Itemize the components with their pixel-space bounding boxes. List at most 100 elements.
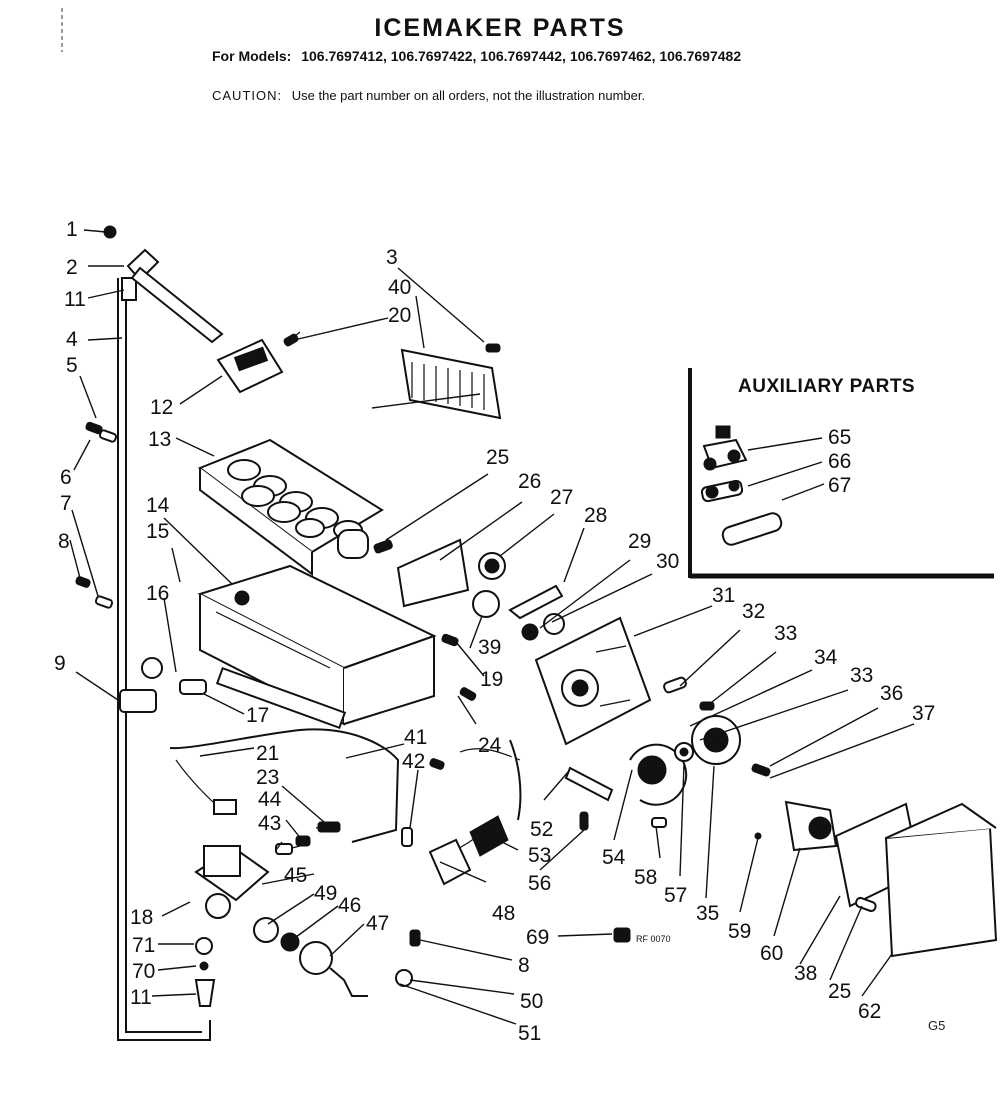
callout-4: 4 [66, 328, 78, 351]
model-number: 106.7697442, [480, 48, 566, 64]
callout-16: 16 [146, 582, 169, 605]
callout-69: 69 [526, 926, 549, 949]
ice-mold [197, 438, 384, 576]
wiring-harness [169, 728, 522, 886]
caution-label: CAUTION: [212, 88, 283, 103]
callout-24: 24 [478, 734, 502, 757]
aux-callout-65: 65 [828, 426, 851, 449]
callout-62: 62 [858, 1000, 881, 1023]
callout-51: 51 [518, 1022, 541, 1045]
callout-54: 54 [602, 846, 626, 869]
model-number: 106.7697482 [659, 48, 742, 64]
callout-53: 53 [528, 844, 551, 867]
callout-18: 18 [130, 906, 153, 929]
mounting-bracket [216, 331, 301, 394]
callout-70: 70 [132, 960, 155, 983]
callout-11: 11 [64, 288, 86, 311]
callout-7: 7 [60, 492, 72, 515]
aux-callout-67: 67 [828, 474, 851, 497]
caution-line: CAUTION: Use the part number on all orde… [212, 88, 645, 103]
callout-27: 27 [550, 486, 573, 509]
mold-cover-and-gears [373, 538, 565, 647]
callout-3: 3 [386, 246, 398, 269]
auxiliary-parts-frame [688, 368, 994, 579]
stamp-part [613, 927, 631, 943]
callout-33: 33 [850, 664, 873, 687]
callout-45: 45 [284, 864, 307, 887]
callout-56: 56 [528, 872, 551, 895]
module-housing [534, 616, 715, 746]
callout-31: 31 [712, 584, 735, 607]
callout-43: 43 [258, 812, 281, 835]
page-code: G5 [928, 1018, 946, 1033]
models-line: For Models: 106.7697412, 106.7697422, 10… [212, 48, 741, 64]
callout-71: 71 [132, 934, 155, 957]
callout-14: 14 [146, 494, 170, 517]
callout-42: 42 [402, 750, 425, 773]
callout-47: 47 [366, 912, 389, 935]
callout-2: 2 [66, 256, 78, 279]
callout-60: 60 [760, 942, 783, 965]
callout-41: 41 [404, 726, 427, 749]
callout-46: 46 [338, 894, 361, 917]
callout-29: 29 [628, 530, 651, 553]
callout-44: 44 [258, 788, 282, 811]
callout-59: 59 [728, 920, 751, 943]
models-label: For Models: [212, 48, 292, 64]
callout-23: 23 [256, 766, 279, 789]
callout-25: 25 [486, 446, 509, 469]
callout-39: 39 [478, 636, 501, 659]
mold-housing [141, 564, 437, 730]
callout-20: 20 [388, 304, 411, 327]
callout-30: 30 [656, 550, 679, 573]
callout-12: 12 [150, 396, 173, 419]
callout-52: 52 [530, 818, 553, 841]
caution-text: Use the part number on all orders, not t… [291, 88, 646, 103]
callout-35: 35 [696, 902, 719, 925]
module-cover [834, 802, 998, 958]
page-title: ICEMAKER PARTS [374, 14, 626, 42]
callout-6: 6 [60, 466, 72, 489]
callout-32: 32 [742, 600, 765, 623]
callout-19: 19 [480, 668, 503, 691]
callout-numbers: 1 2 11 4 5 6 7 8 9 3 40 20 12 13 14 15 1… [54, 218, 935, 1045]
callout-26: 26 [518, 470, 541, 493]
model-number: 106.7697412, [301, 48, 387, 64]
callout-28: 28 [584, 504, 607, 527]
aux-callout-66: 66 [828, 450, 851, 473]
stamp-code: RF 0070 [636, 934, 671, 944]
callout-13: 13 [148, 428, 171, 451]
callout-33: 33 [774, 622, 797, 645]
callout-57: 57 [664, 884, 687, 907]
small-screws-left [75, 421, 118, 609]
callout-58: 58 [634, 866, 657, 889]
fill-tube-assembly [103, 225, 224, 1041]
water-valve-assembly [194, 821, 421, 1007]
callout-5: 5 [66, 354, 78, 377]
ice-stripper [400, 343, 502, 420]
callout-38: 38 [794, 962, 817, 985]
model-number: 106.7697462, [569, 48, 656, 64]
callout-25: 25 [828, 980, 851, 1003]
auxiliary-parts-title: AUXILIARY PARTS [738, 376, 916, 397]
auxiliary-parts-illustrations [700, 425, 783, 546]
callout-48: 48 [492, 902, 515, 925]
leader-lines [69, 229, 915, 1025]
model-number: 106.7697422, [390, 48, 477, 64]
callout-34: 34 [814, 646, 838, 669]
callout-36: 36 [880, 682, 903, 705]
callout-21: 21 [256, 742, 279, 765]
drive-motor-assembly [629, 715, 838, 852]
callout-50: 50 [520, 990, 543, 1013]
callout-1: 1 [66, 218, 78, 241]
callout-37: 37 [912, 702, 935, 725]
callout-11: 11 [130, 986, 152, 1009]
callout-8: 8 [518, 954, 530, 977]
callout-49: 49 [314, 882, 337, 905]
callout-8: 8 [58, 530, 70, 553]
shutoff-arm-parts [459, 687, 614, 831]
callout-9: 9 [54, 652, 66, 675]
callout-15: 15 [146, 520, 169, 543]
